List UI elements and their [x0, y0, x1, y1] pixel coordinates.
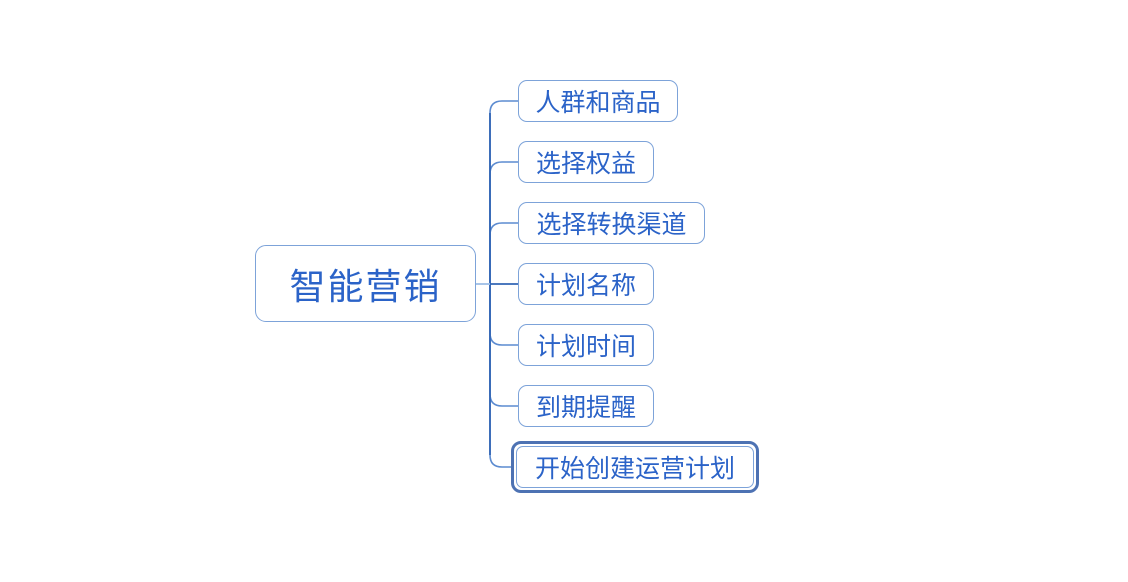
child-node-crowd-and-products[interactable]: 人群和商品	[518, 80, 678, 122]
child-node-select-benefits[interactable]: 选择权益	[518, 141, 654, 183]
child-node-label: 开始创建运营计划	[534, 456, 735, 483]
child-node-label: 计划名称	[535, 273, 636, 300]
child-node-expiry-reminder[interactable]: 到期提醒	[518, 385, 654, 427]
connector-branch	[489, 284, 512, 468]
root-node-smart-marketing[interactable]: 智能营销	[255, 245, 476, 322]
child-node-label: 人群和商品	[535, 90, 661, 117]
child-node-plan-time[interactable]: 计划时间	[518, 324, 654, 366]
child-node-label: 计划时间	[535, 334, 636, 361]
selected-node-outline[interactable]: 开始创建运营计划	[511, 441, 759, 493]
child-node-label: 选择转换渠道	[536, 212, 687, 239]
child-node-select-conversion-channel[interactable]: 选择转换渠道	[518, 202, 705, 244]
connector-branch	[489, 284, 518, 346]
connector-branch	[489, 100, 518, 284]
root-node-label: 智能营销	[289, 266, 442, 307]
child-node-label: 选择权益	[535, 151, 636, 178]
connector-branch	[489, 222, 518, 284]
child-node-start-create-operation-plan[interactable]: 开始创建运营计划	[516, 446, 754, 488]
child-node-label: 到期提醒	[535, 395, 636, 422]
child-node-plan-name[interactable]: 计划名称	[518, 263, 654, 305]
